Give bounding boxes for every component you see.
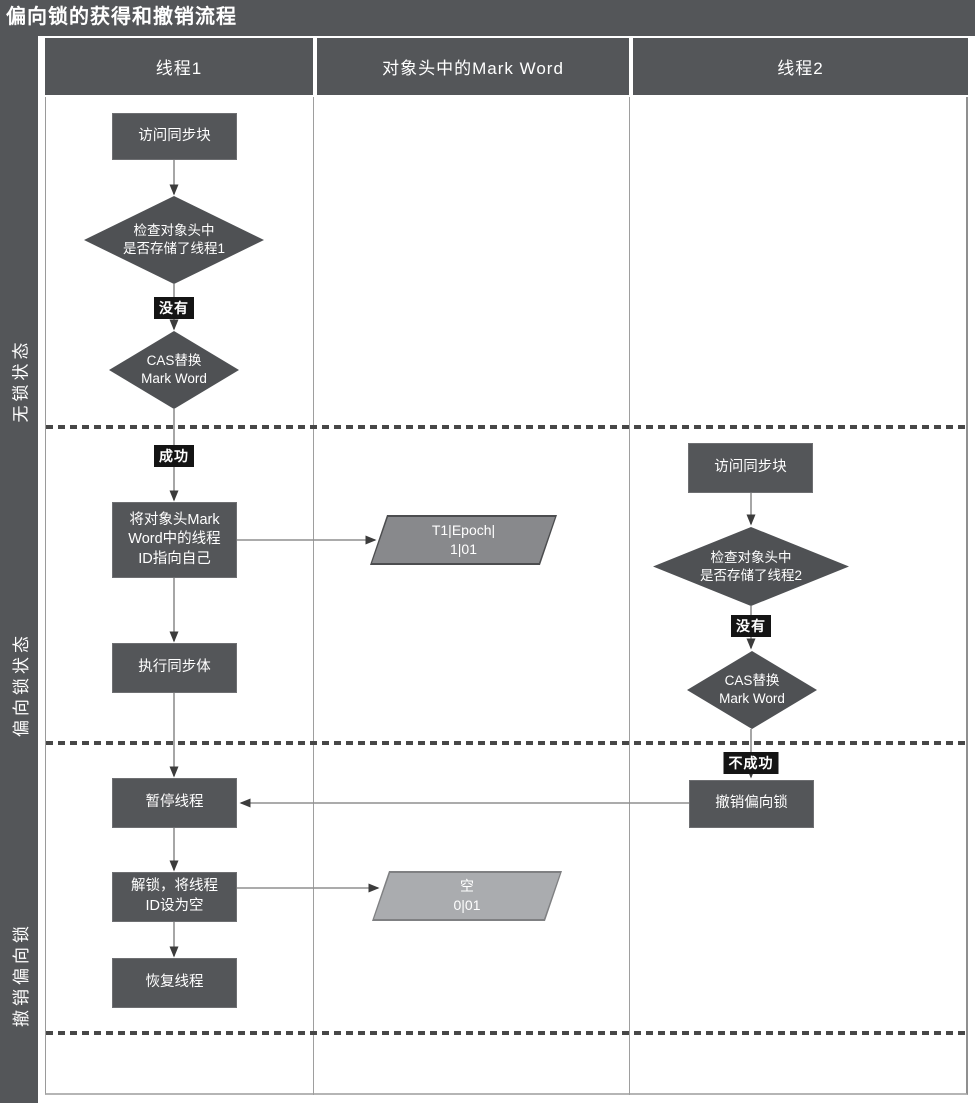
node-t1-unlock-clear-id: 解锁，将线程 ID设为空 xyxy=(112,872,237,922)
row-label-sidebar xyxy=(0,36,38,1103)
connector-wires xyxy=(169,160,756,958)
lane-divider-2 xyxy=(629,97,630,1095)
node-t1-resume-thread: 恢复线程 xyxy=(112,958,237,1008)
row-label-revoke-text: 撤销偏向锁 xyxy=(11,921,31,1027)
state-divider-nolock-biased xyxy=(46,425,967,429)
node-t1-access-sync-block: 访问同步块 xyxy=(112,113,237,160)
row-label-revoke: 撤销偏向锁 xyxy=(0,918,38,1030)
node-t2-revoke-biased-lock: 撤销偏向锁 xyxy=(689,780,814,828)
node-t2-access-sync-block: 访问同步块 xyxy=(688,443,813,493)
data-markword-biased-value: T1|Epoch| 1|01 xyxy=(370,515,557,565)
edge-label-t1-no: 没有 xyxy=(154,297,194,319)
row-label-biased: 偏向锁状态 xyxy=(0,628,38,740)
data-markword-empty-value: 空 0|01 xyxy=(372,871,562,921)
edge-label-t2-no: 没有 xyxy=(731,615,771,637)
column-header-markword: 对象头中的Mark Word xyxy=(317,38,629,95)
node-t1-execute-sync-body: 执行同步体 xyxy=(112,643,237,693)
column-header-thread2: 线程2 xyxy=(633,38,968,95)
column-header-thread1: 线程1 xyxy=(45,38,313,95)
lane-divider-1 xyxy=(313,97,314,1095)
state-divider-biased-revoke xyxy=(46,741,967,745)
node-t1-set-thread-id: 将对象头Mark Word中的线程 ID指向自己 xyxy=(112,502,237,578)
diagram-title: 偏向锁的获得和撤销流程 xyxy=(0,0,975,36)
row-label-nolock-text: 无锁状态 xyxy=(11,338,31,422)
edge-label-t1-success: 成功 xyxy=(154,445,194,467)
data-markword-biased-text: T1|Epoch| 1|01 xyxy=(372,517,555,563)
row-label-nolock: 无锁状态 xyxy=(0,334,38,426)
flowchart-canvas: 线程1 对象头中的Mark Word 线程2 访 xyxy=(45,38,968,1095)
row-label-biased-text: 偏向锁状态 xyxy=(11,631,31,737)
edge-label-t2-fail: 不成功 xyxy=(723,752,779,774)
state-divider-bottom xyxy=(46,1031,967,1035)
data-markword-empty-text: 空 0|01 xyxy=(374,873,560,919)
node-t1-pause-thread: 暂停线程 xyxy=(112,778,237,828)
